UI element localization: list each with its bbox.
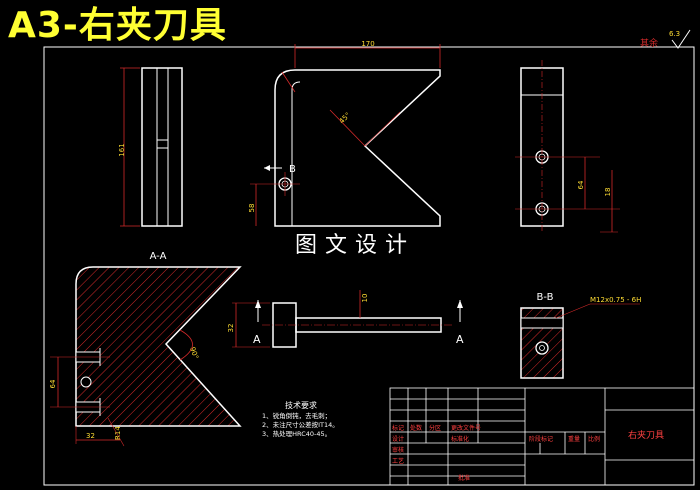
side-edge-dim: 18 [604,188,612,197]
section-bottom-b-dim: R14 [114,426,122,440]
drawing-title: A3-右夹刀具 [8,5,227,46]
cut-marker-b: B [289,164,296,175]
tb-scale-label: 比例 [588,435,600,443]
top-angle-dim: 45° [338,111,352,125]
tb-standardization: 标准化 [451,435,469,443]
tb-row-label-4: 工艺 [392,457,404,465]
section-bottom-a-dim: 32 [86,432,95,440]
top-width-dim: 170 [361,40,374,48]
section-angle-dim: 90° [188,346,200,360]
tb-col-label-2: 分区 [429,424,441,432]
title-block-text: 右夹刀具 标记 设计 审核 工艺 处数 分区 更改文件号 标准化 批准 阶段标记… [392,424,664,482]
pin-head-dim: 32 [227,324,235,333]
technical-notes: 技术要求 1、锐角倒钝，去毛刺； 2、未注尺寸公差按IT14。 3、热处理HRC… [262,400,339,438]
roughness-value: 6.3 [669,30,680,38]
roughness-symbol: 其余 6.3 [640,29,691,49]
front-view: 161 [118,67,183,227]
side-view: 64 18 [515,60,620,233]
tb-weight-label: 重量 [568,435,580,443]
top-hole-dim: 58 [248,204,256,213]
section-bb-label: B-B [537,292,554,303]
tb-col-label-3: 更改文件号 [451,424,481,432]
side-spacing-dim: 64 [577,180,585,189]
tb-row-label-1: 标记 [392,424,404,432]
title-block [389,387,695,486]
section-bb: B-B M12x0.75 - 6H [520,292,641,379]
notes-line-3: 3、热处理HRC40-45。 [262,429,331,438]
thread-callout: M12x0.75 - 6H [590,296,641,304]
cut-marker-a-right: A [456,333,464,346]
roughness-label: 其余 [640,37,658,49]
drawing-frame [43,46,695,486]
tb-row-label-2: 设计 [392,435,404,443]
section-aa: A-A 64 90° 32 R14 [49,251,242,447]
pin-view: 32 10 A A [227,290,464,348]
tb-stage-label: 阶段标记 [529,435,553,443]
tb-row-label-3: 审核 [392,446,404,454]
top-view: 170 45° 58 B [248,40,441,227]
notes-line-2: 2、未注尺寸公差按IT14。 [262,420,339,429]
notes-heading: 技术要求 [285,400,317,410]
pin-dia-dim: 10 [361,294,369,303]
watermark: 图文设计 [282,228,428,264]
part-name: 右夹刀具 [628,429,664,441]
notes-line-1: 1、锐角倒钝，去毛刺； [262,411,331,420]
cut-marker-a-left: A [253,333,261,346]
section-aa-label: A-A [150,251,167,262]
tb-col-label-1: 处数 [410,424,422,432]
tb-approve: 批准 [458,474,470,482]
section-hole-spacing-dim: 64 [49,379,57,388]
front-height-dim: 161 [118,143,126,156]
